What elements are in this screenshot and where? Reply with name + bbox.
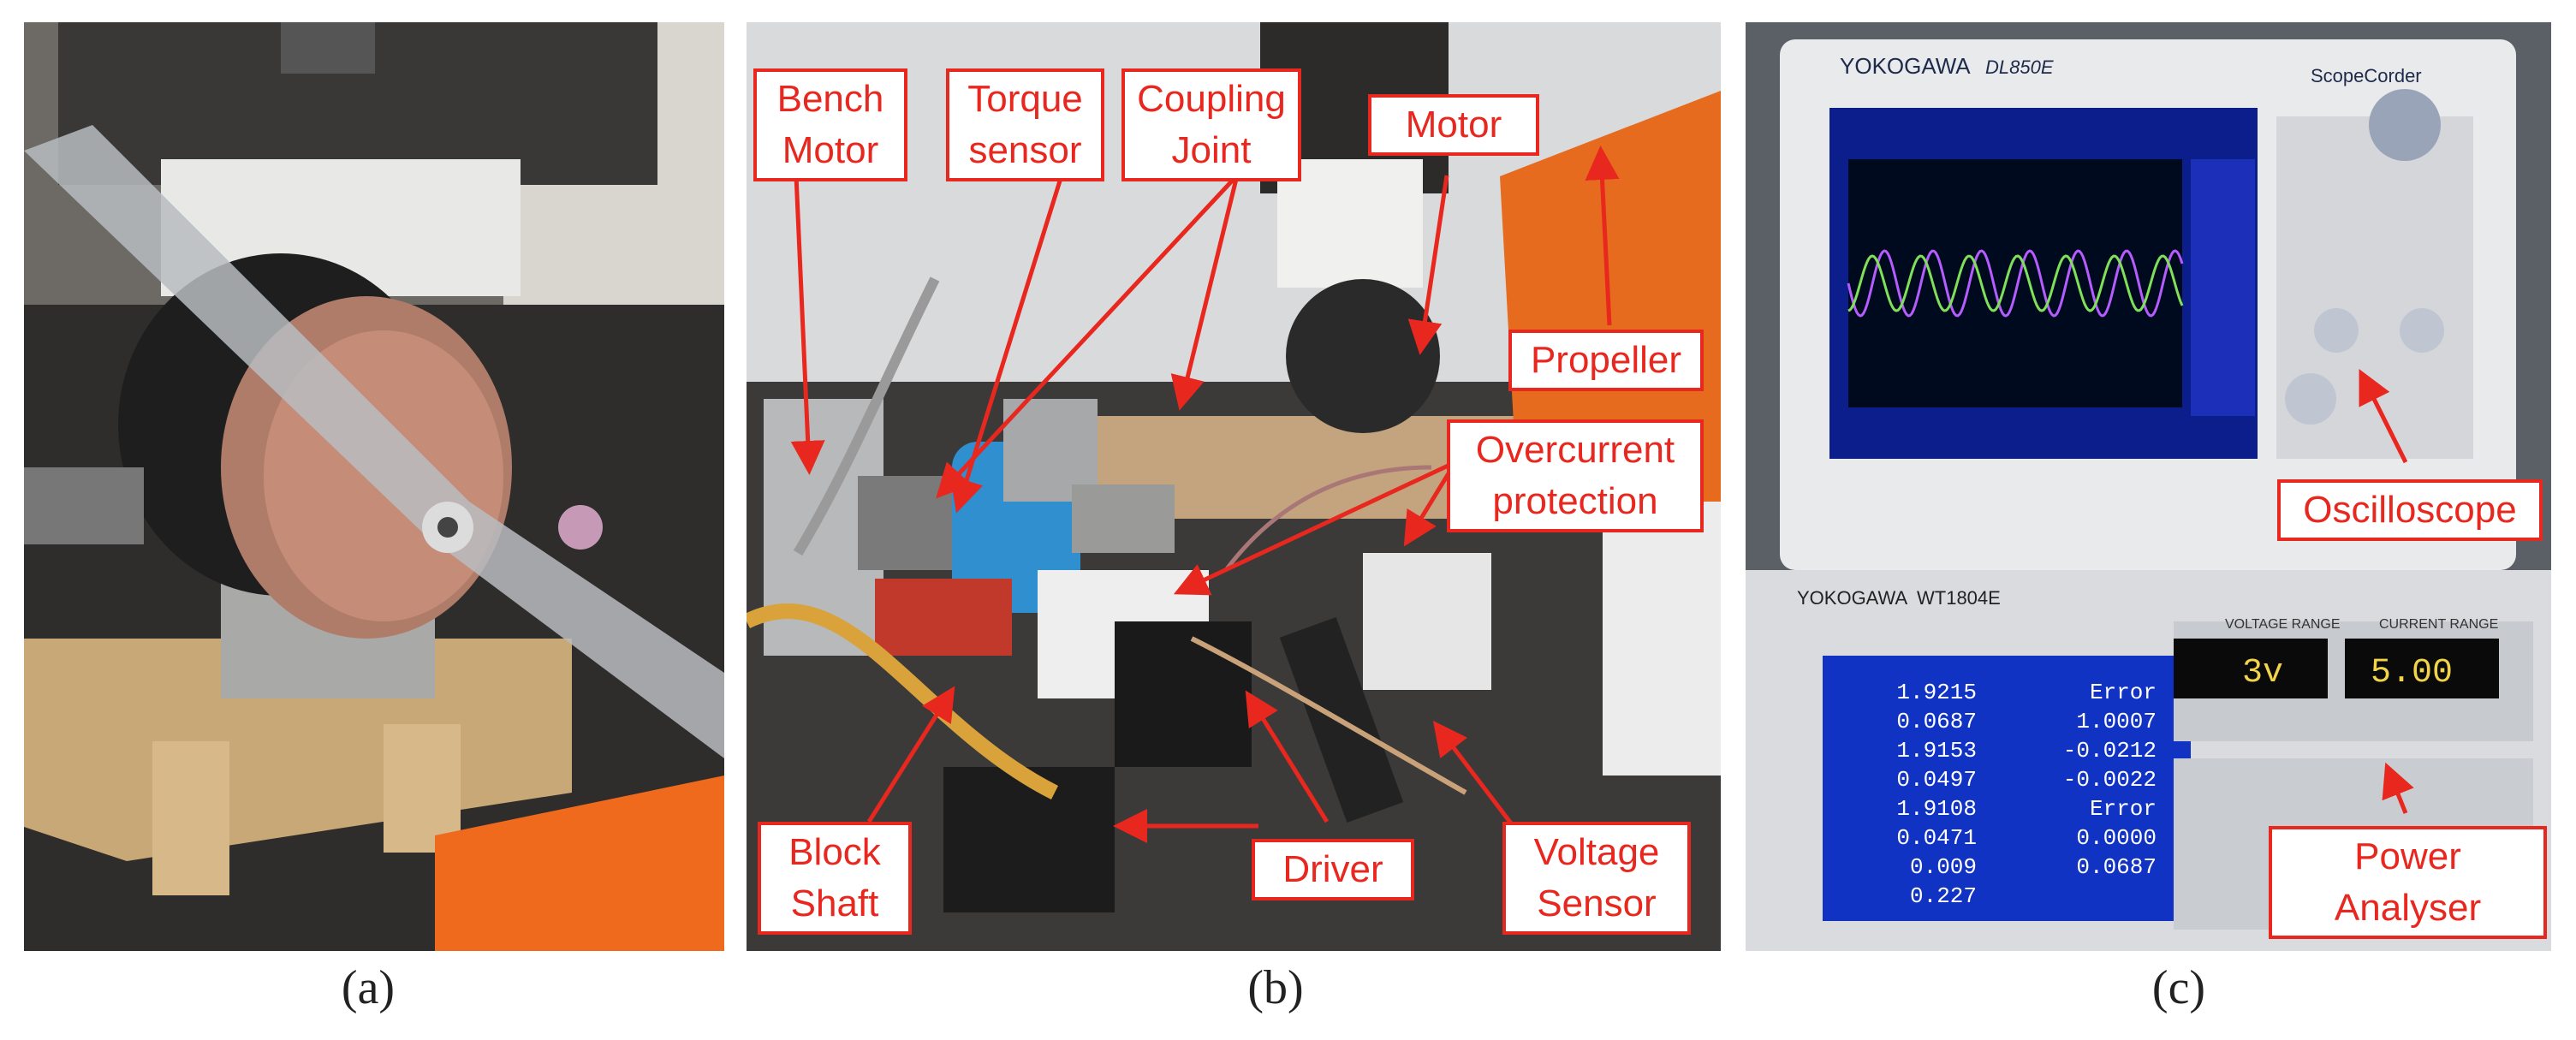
callout-block-shaft-line2: Shaft xyxy=(790,883,879,924)
callout-coupling-joint-line1: Coupling xyxy=(1137,78,1286,120)
analyzer-readings-left: 1.9215 0.0687 1.9153 0.0497 1.9108 0.0471 0.00… xyxy=(1896,680,1977,909)
readings-left-value: 0.0687 xyxy=(1896,709,1977,734)
readings-right-value: Error xyxy=(2090,796,2157,822)
analyzer-readings-right: Error1.0007-0.0212-0.0022Error0.00000.06… xyxy=(2063,680,2157,880)
readings-right-value: -0.0022 xyxy=(2063,767,2157,793)
callout-block-shaft-line1: Block xyxy=(788,831,881,873)
readings-left-value: 1.9215 xyxy=(1896,680,1977,705)
callout-coupling-joint: Coupling Joint xyxy=(1121,68,1301,181)
callout-oscilloscope: Oscilloscope xyxy=(2277,479,2543,541)
photo-panel-c: YOKOGAWA WT1804E YOKOGAWA DL850E ScopeCo… xyxy=(1746,22,2551,951)
callout-block-shaft: Block Shaft xyxy=(758,822,912,935)
callout-voltage-sensor-line2: Sensor xyxy=(1537,883,1657,924)
readings-right-value: -0.0212 xyxy=(2063,738,2157,764)
instruments-photo: YOKOGAWA WT1804E YOKOGAWA DL850E ScopeCo… xyxy=(1746,22,2551,951)
callout-voltage-sensor-line1: Voltage xyxy=(1533,831,1660,873)
callout-motor: Motor xyxy=(1368,94,1539,156)
callout-overcurrent-protection: Overcurrent protection xyxy=(1447,419,1704,532)
caption-b: (b) xyxy=(1247,961,1304,1014)
readings-left-value: 0.227 xyxy=(1910,883,1977,909)
readings-right-value: 0.0000 xyxy=(2076,825,2157,851)
callout-bench-motor: Bench Motor xyxy=(753,68,907,181)
analyzer-brand-text: YOKOGAWA xyxy=(1797,587,1907,609)
voltage-range-value: 3v xyxy=(2242,654,2283,692)
readings-left-value: 1.9153 xyxy=(1896,738,1977,764)
caption-a: (a) xyxy=(341,961,396,1014)
callout-power-analyser-line1: Power xyxy=(2354,835,2461,877)
callout-torque-sensor: Torque sensor xyxy=(946,68,1104,181)
readings-left-value: 0.0471 xyxy=(1896,825,1977,851)
callout-overcurrent-line1: Overcurrent xyxy=(1475,429,1675,471)
oscilloscope-series-text: ScopeCorder xyxy=(2311,65,2422,86)
callout-voltage-sensor: Voltage Sensor xyxy=(1502,822,1691,935)
current-range-label: CURRENT RANGE xyxy=(2379,617,2498,632)
oscilloscope-brand-text: YOKOGAWA xyxy=(1840,53,1971,79)
caption-c: (c) xyxy=(2151,961,2206,1014)
current-range-value: 5.00 xyxy=(2371,654,2453,692)
callout-power-analyser: Power Analyser xyxy=(2269,826,2547,939)
callout-bench-motor-line1: Bench xyxy=(776,78,884,120)
callout-torque-sensor-line1: Torque xyxy=(967,78,1083,120)
analyzer-model-text: WT1804E xyxy=(1917,587,2001,609)
callout-driver: Driver xyxy=(1252,839,1414,900)
voltage-range-label: VOLTAGE RANGE xyxy=(2225,617,2341,632)
readings-left-value: 0.0497 xyxy=(1896,767,1977,793)
readings-left-value: 1.9108 xyxy=(1896,796,1977,822)
readings-left-value: 0.009 xyxy=(1910,854,1977,880)
oscilloscope-model-text: DL850E xyxy=(1985,56,2054,78)
readings-right-value: 1.0007 xyxy=(2076,709,2157,734)
callout-propeller: Propeller xyxy=(1508,330,1704,391)
callout-coupling-joint-line2: Joint xyxy=(1171,129,1252,171)
photo-panel-a xyxy=(24,22,724,951)
callout-torque-sensor-line2: sensor xyxy=(968,129,1082,171)
callout-power-analyser-line2: Analyser xyxy=(2334,887,2482,929)
propeller-motor-photo xyxy=(24,22,724,951)
readings-right-value: Error xyxy=(2090,680,2157,705)
readings-right-value: 0.0687 xyxy=(2076,854,2157,880)
callout-overcurrent-line2: protection xyxy=(1492,480,1658,522)
callout-bench-motor-line2: Motor xyxy=(782,129,879,171)
